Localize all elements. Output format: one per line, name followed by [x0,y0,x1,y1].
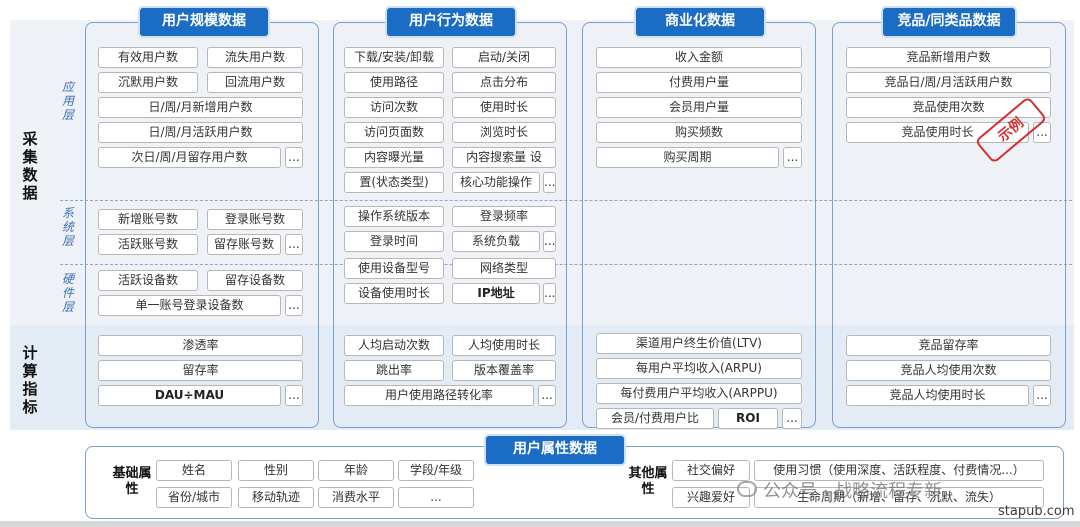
header-user-scale: 用户规模数据 [140,8,268,36]
metric-cell: 沉默用户数 [98,72,198,93]
metric-cell: 竞品使用次数 [846,97,1051,118]
site-watermark: stapub.com [998,504,1075,519]
side-label-collect: 采集数据 [22,130,38,202]
metric-cell: 核心功能操作 [452,172,540,193]
metric-cell: 使用习惯（使用深度、活跃程度、付费情况...） [754,460,1044,481]
metric-cell: 使用时长 [452,97,556,118]
metric-cell: 付费用户量 [596,72,802,93]
wechat-icon [737,481,757,497]
metric-cell: 每付费用户平均收入(ARPPU) [596,383,802,404]
metric-cell: 访问次数 [344,97,444,118]
metric-cell: 社交偏好 [672,460,750,481]
metric-cell: 竞品留存率 [846,335,1051,356]
more-ellipsis: ... [1033,122,1051,143]
metric-cell: 生命周期（新增、留存、沉默、流失） [754,487,1044,508]
more-ellipsis: ... [543,283,556,304]
side-label-system-layer: 系统层 [61,206,74,248]
metric-cell: 年龄 [318,460,394,481]
metric-cell: 姓名 [156,460,232,481]
more-ellipsis: ... [538,385,556,406]
metric-cell: 移动轨迹 [238,487,314,508]
metric-cell: 人均使用时长 [452,335,556,356]
more-ellipsis: ... [285,147,303,168]
header-commerce: 商业化数据 [636,8,764,36]
metric-cell: 购买频数 [596,122,802,143]
bottom-stripe [0,521,1080,527]
metric-cell: 登录时间 [344,231,444,252]
metric-cell: 会员/付费用户比 [596,408,714,429]
more-ellipsis: ... [398,487,474,508]
side-label-calc: 计算指标 [22,344,38,416]
metric-cell: 访问页面数 [344,122,444,143]
metric-cell: 竞品新增用户数 [846,47,1051,68]
metric-cell: 日/周/月新增用户数 [98,97,303,118]
side-label-app-layer: 应用层 [61,80,74,122]
metric-cell: 设备使用时长 [344,283,444,304]
metric-cell: 使用路径 [344,72,444,93]
more-ellipsis: ... [285,295,303,316]
metric-cell: 留存设备数 [207,270,303,291]
metric-cell: 兴趣爱好 [672,487,750,508]
metric-cell: 用户使用路径转化率 [344,385,534,406]
more-ellipsis: ... [782,408,802,429]
metric-cell: 版本覆盖率 [452,360,556,381]
metric-cell: 操作系统版本 [344,206,444,227]
basic-attributes-label: 基础属性 [112,466,152,497]
metric-cell: 会员用户量 [596,97,802,118]
more-ellipsis: ... [285,234,303,255]
metric-cell: 内容曝光量 [344,147,444,168]
metric-cell: 活跃设备数 [98,270,198,291]
metric-cell: 竞品人均使用次数 [846,360,1051,381]
more-ellipsis: ... [543,231,556,252]
metric-cell: 渗透率 [98,335,303,356]
metric-cell: DAU÷MAU [98,385,281,406]
metric-cell: 竞品人均使用时长 [846,385,1029,406]
metric-cell: 竞品使用时长 [846,122,1029,143]
metric-cell: 登录频率 [452,206,556,227]
more-ellipsis: ... [783,147,802,168]
more-ellipsis: ... [543,172,556,193]
metric-cell: 活跃账号数 [98,234,198,255]
metric-cell: 登录账号数 [207,209,303,230]
metric-cell: 下载/安装/卸载 [344,47,444,68]
metric-cell: 渠道用户终生价值(LTV) [596,333,802,354]
metric-cell: 购买周期 [596,147,779,168]
metric-cell: 浏览时长 [452,122,556,143]
metric-cell: 日/周/月活跃用户数 [98,122,303,143]
metric-cell: 系统负载 [452,231,540,252]
metric-cell: 消费水平 [318,487,394,508]
metric-cell: 新增账号数 [98,209,198,230]
watermark-text: 公众号 · 战略流程专新 [763,481,943,502]
metric-cell: 竞品日/周/月活跃用户数 [846,72,1051,93]
metric-cell: 次日/周/月留存用户数 [98,147,281,168]
metric-cell: 启动/关闭 [452,47,556,68]
metric-cell: 网络类型 [452,258,556,279]
metric-cell: 置(状态类型) [344,172,444,193]
more-ellipsis: ... [1033,385,1051,406]
header-competitor: 竞品/同类品数据 [883,8,1015,36]
metric-cell: 性别 [238,460,314,481]
metric-cell: 收入金额 [596,47,802,68]
metric-cell: 省份/城市 [156,487,232,508]
metric-cell: 留存率 [98,360,303,381]
metric-cell: 点击分布 [452,72,556,93]
metric-cell: 流失用户数 [207,47,303,68]
metric-cell: 回流用户数 [207,72,303,93]
metric-cell: 每用户平均收入(ARPU) [596,358,802,379]
more-ellipsis: ... [285,385,303,406]
metric-cell: 人均启动次数 [344,335,444,356]
metric-cell: 留存账号数 [207,234,281,255]
side-label-hardware-layer: 硬件层 [61,272,74,314]
metric-cell: 内容搜索量 设 [452,147,556,168]
metric-cell: IP地址 [452,283,540,304]
header-user-behavior: 用户行为数据 [387,8,515,36]
metric-cell: 学段/年级 [398,460,474,481]
metric-cell: 单一账号登录设备数 [98,295,281,316]
metric-cell: 有效用户数 [98,47,198,68]
metric-cell: 跳出率 [344,360,444,381]
metric-cell: 使用设备型号 [344,258,444,279]
other-attributes-label: 其他属性 [628,466,668,497]
metric-cell: ROI [718,408,778,429]
header-user-attributes: 用户属性数据 [486,436,624,464]
